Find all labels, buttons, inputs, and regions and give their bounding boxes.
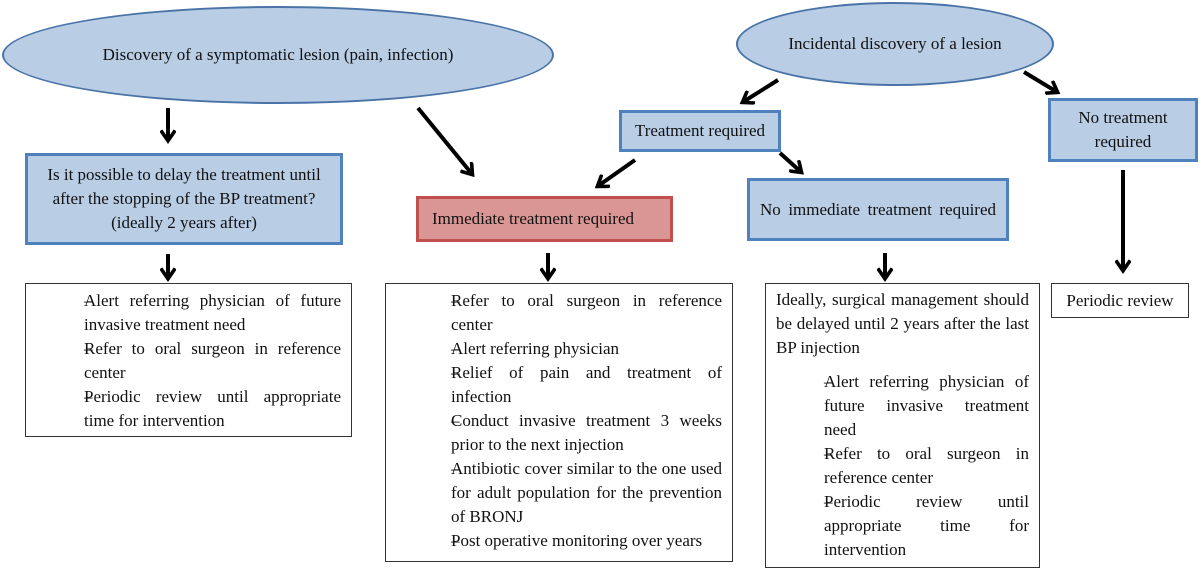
arrow-treatment-to-immediate xyxy=(598,158,637,186)
no-immediate-treatment-text: No immediate treatment required xyxy=(760,199,996,219)
delay-question-text: Is it possible to delay the treatment un… xyxy=(47,165,321,232)
arrow-symptomatic-to-immediate xyxy=(416,106,472,174)
arrow-treatment-to-no-immediate xyxy=(778,151,801,172)
symptomatic-lesion-node: Discovery of a symptomatic lesion (pain,… xyxy=(2,6,554,104)
list-item: Relief of pain and treatment of infectio… xyxy=(396,361,722,409)
immediate-treatment-node: Immediate treatment required xyxy=(416,196,673,242)
immediate-actions-list: Refer to oral surgeon in reference cente… xyxy=(396,289,722,553)
delay-question-node: Is it possible to delay the treatment un… xyxy=(25,153,343,245)
incidental-lesion-node: Incidental discovery of a lesion xyxy=(736,2,1054,86)
list-item: Alert referring physician of future inva… xyxy=(790,370,1029,442)
incidental-lesion-text: Incidental discovery of a lesion xyxy=(788,34,1002,53)
immediate-actions-box: Refer to oral surgeon in reference cente… xyxy=(385,283,733,562)
list-item: Refer to oral surgeon in reference cente… xyxy=(36,337,341,385)
no-immediate-intro: Ideally, surgical management should be d… xyxy=(776,290,1029,357)
no-immediate-actions-list: Alert referring physician of future inva… xyxy=(776,370,1029,562)
delay-actions-list: Alert referring physician of future inva… xyxy=(36,289,341,433)
treatment-required-text: Treatment required xyxy=(634,121,766,140)
no-treatment-required-text: No treatment required xyxy=(1078,108,1168,151)
symptomatic-lesion-text: Discovery of a symptomatic lesion (pain,… xyxy=(102,45,454,64)
periodic-review-box: Periodic review xyxy=(1051,283,1189,318)
no-treatment-required-node: No treatment required xyxy=(1048,98,1198,162)
list-item: Conduct invasive treatment 3 weeks prior… xyxy=(396,409,722,457)
list-item: Periodic review until appropriate time f… xyxy=(790,490,1029,562)
periodic-review-text: Periodic review xyxy=(1066,290,1174,310)
list-item: Refer to oral surgeon in reference cente… xyxy=(396,289,722,337)
no-immediate-treatment-node: No immediate treatment required xyxy=(747,178,1009,241)
immediate-treatment-text: Immediate treatment required xyxy=(432,209,635,228)
delay-actions-box: Alert referring physician of future inva… xyxy=(25,283,352,437)
list-item: Post operative monitoring over years xyxy=(396,529,722,553)
list-item: Refer to oral surgeon in reference cente… xyxy=(790,442,1029,490)
treatment-required-node: Treatment required xyxy=(619,110,781,152)
list-item: Alert referring physician of future inva… xyxy=(36,289,341,337)
list-item: Periodic review until appropriate time f… xyxy=(36,385,341,433)
list-item: Alert referring physician xyxy=(396,337,722,361)
arrow-incidental-to-treatment xyxy=(743,78,780,102)
no-immediate-actions-box: Ideally, surgical management should be d… xyxy=(765,283,1040,568)
arrow-incidental-to-no-treatment xyxy=(1022,70,1057,92)
list-item: Antibiotic cover similar to the one used… xyxy=(396,457,722,529)
